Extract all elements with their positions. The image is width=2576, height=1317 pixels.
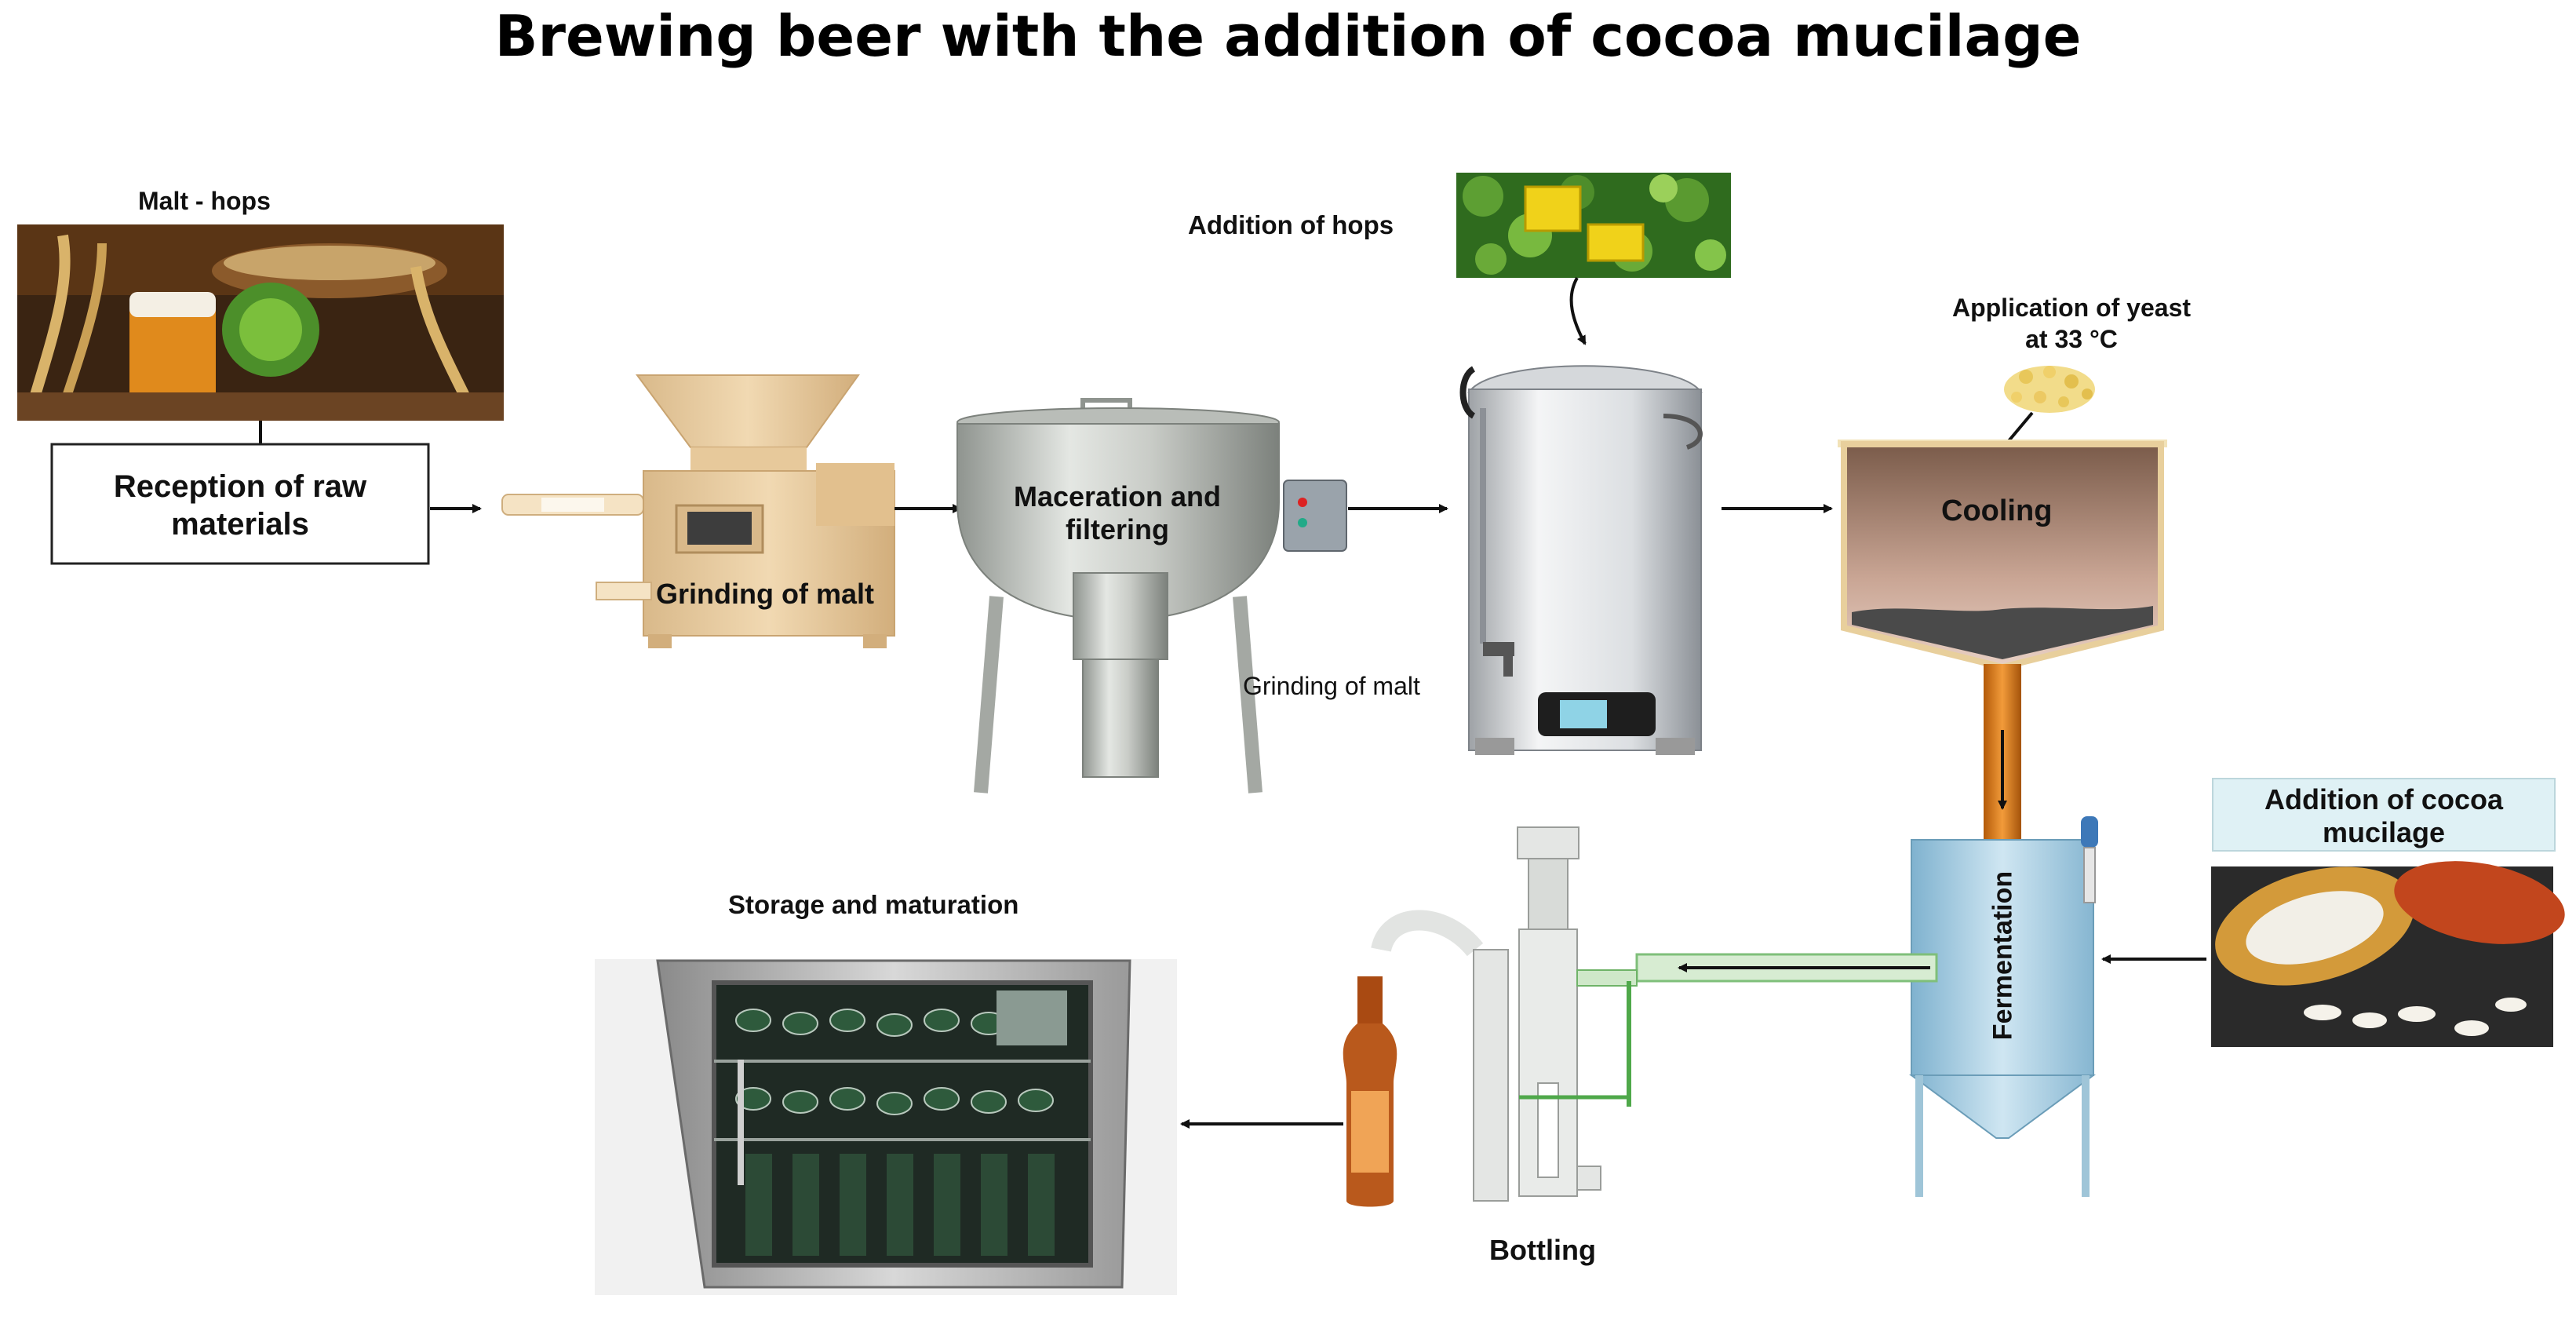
malt-grinder — [501, 374, 895, 648]
bottling-column — [1371, 826, 1638, 1202]
label-cooling: Cooling — [1941, 494, 2053, 527]
label-grinding-2: Grinding of malt — [1243, 672, 1420, 700]
cocoa-photo — [2211, 778, 2565, 1047]
page-title: Brewing beer with the addition of cocoa … — [494, 3, 2082, 69]
fermentation-tank — [1908, 816, 2098, 1197]
arrow-hops-kettle — [1569, 277, 1587, 345]
label-yeast-line2: at 33 °C — [2025, 325, 2118, 353]
cooling-vessel — [1838, 440, 2167, 671]
brew-kettle — [1459, 365, 1703, 755]
label-fermentation: Fermentation — [1988, 870, 2018, 1041]
label-reception: Reception of raw materials — [113, 469, 367, 542]
maceration-tank — [956, 398, 1347, 793]
reception-box — [50, 443, 430, 565]
label-maceration: Maceration and filtering — [1013, 480, 1222, 545]
malt-hops-photo — [17, 224, 504, 421]
yeast-granules — [2004, 366, 2095, 413]
hops-photo — [1456, 173, 1731, 278]
label-grinding: Grinding of malt — [656, 578, 874, 610]
label-addition-hops: Addition of hops — [1188, 210, 1394, 239]
label-storage: Storage and maturation — [728, 890, 1019, 919]
beer-bottle — [1343, 976, 1397, 1207]
label-malt-hops: Malt - hops — [138, 187, 271, 215]
label-yeast-line1: Application of yeast — [1951, 294, 2192, 322]
label-yeast: Application of yeast at 33 °C — [1915, 292, 2228, 355]
label-bottling: Bottling — [1489, 1234, 1596, 1266]
bottle-cooler — [595, 959, 1177, 1295]
label-cocoa: Addition of cocoa mucilage — [2264, 783, 2503, 848]
